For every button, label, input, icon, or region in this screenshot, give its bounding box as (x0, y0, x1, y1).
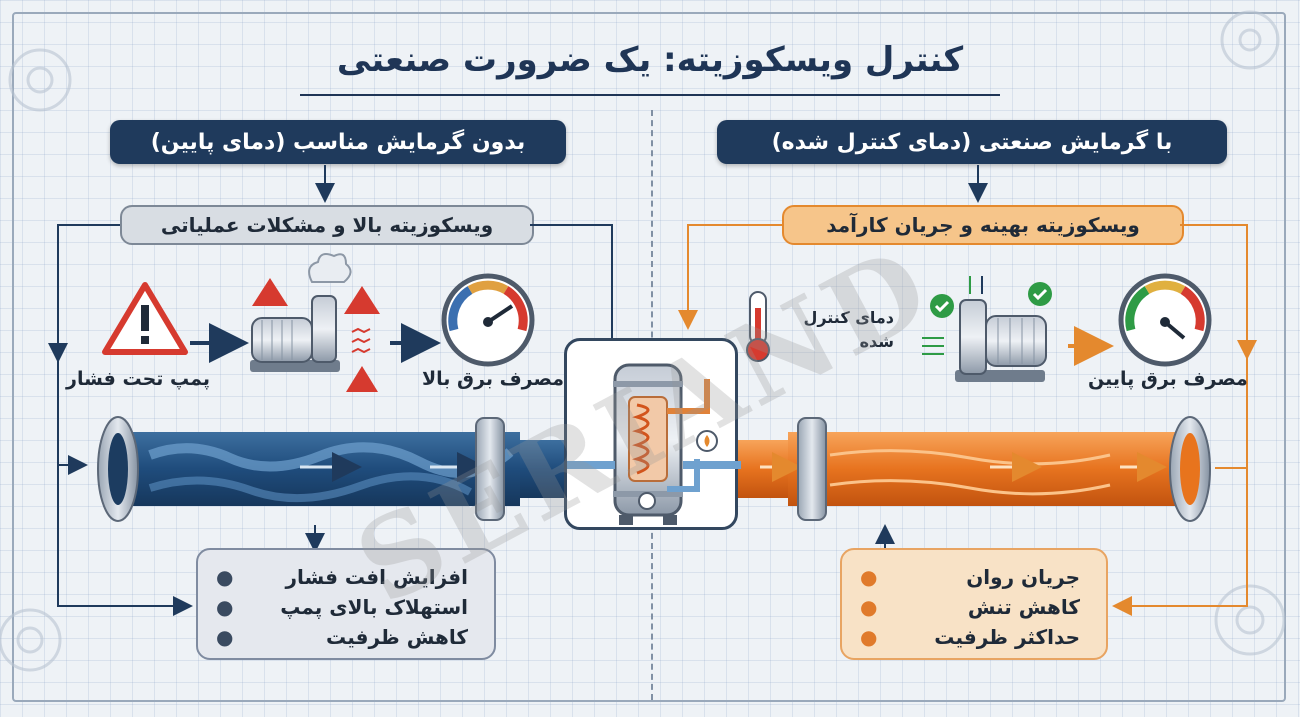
left-flow-lines (48, 165, 613, 616)
bullet-icon: ● (860, 625, 878, 649)
controlled-temp-label: دمای کنترل شده (803, 308, 894, 351)
list-item: افزایش افت فشار● (216, 565, 468, 589)
bullet-icon: ● (216, 565, 234, 589)
right-effects-box: جریان روان● کاهش تنش● حداکثر ظرفیت● (840, 548, 1108, 660)
list-item: استهلاک بالای پمپ● (216, 595, 468, 619)
flow-in-icon (922, 337, 944, 355)
gauge-icon (441, 273, 535, 367)
bullet-icon: ● (860, 595, 878, 619)
list-item: کاهش تنش● (860, 595, 1080, 619)
right-flow-lines (678, 165, 1257, 616)
warning-icon (102, 282, 188, 355)
list-item: جریان روان● (860, 565, 1080, 589)
right-subheader: ویسکوزیته بهینه و جریان کارآمد (782, 205, 1184, 245)
heater-card (564, 338, 741, 530)
pump-icon (955, 276, 1047, 382)
vibration-icon (351, 327, 371, 354)
pump-pressure-label: پمپ تحت فشار (66, 368, 211, 390)
gear-icon (0, 10, 1286, 672)
list-item: کاهش ظرفیت● (216, 625, 468, 649)
left-power-label: مصرف برق بالا (422, 368, 564, 390)
bullet-icon: ● (860, 565, 878, 589)
title-underline (300, 94, 1000, 96)
cold-pipe (97, 416, 564, 522)
right-header: با گرمایش صنعتی (دمای کنترل شده) (717, 120, 1227, 164)
left-subheader: ویسکوزیته بالا و مشکلات عملیاتی (120, 205, 534, 245)
list-item: حداکثر ظرفیت● (860, 625, 1080, 649)
bullet-icon: ● (216, 625, 234, 649)
hot-pipe (738, 416, 1211, 522)
pump-icon (250, 253, 352, 372)
left-header: بدون گرمایش مناسب (دمای پایین) (110, 120, 566, 164)
right-power-label: مصرف برق پایین (1088, 368, 1248, 390)
heater-icon (567, 363, 741, 525)
check-icon (930, 282, 1052, 318)
thermometer-icon (746, 291, 770, 362)
left-effects-box: افزایش افت فشار● استهلاک بالای پمپ● کاهش… (196, 548, 496, 660)
outer-frame (12, 12, 1286, 702)
gauge-icon (1118, 273, 1212, 367)
page-title: کنترل ویسکوزیته: یک ضرورت صنعتی (336, 40, 964, 80)
warning-icon (252, 278, 380, 392)
bullet-icon: ● (216, 595, 234, 619)
